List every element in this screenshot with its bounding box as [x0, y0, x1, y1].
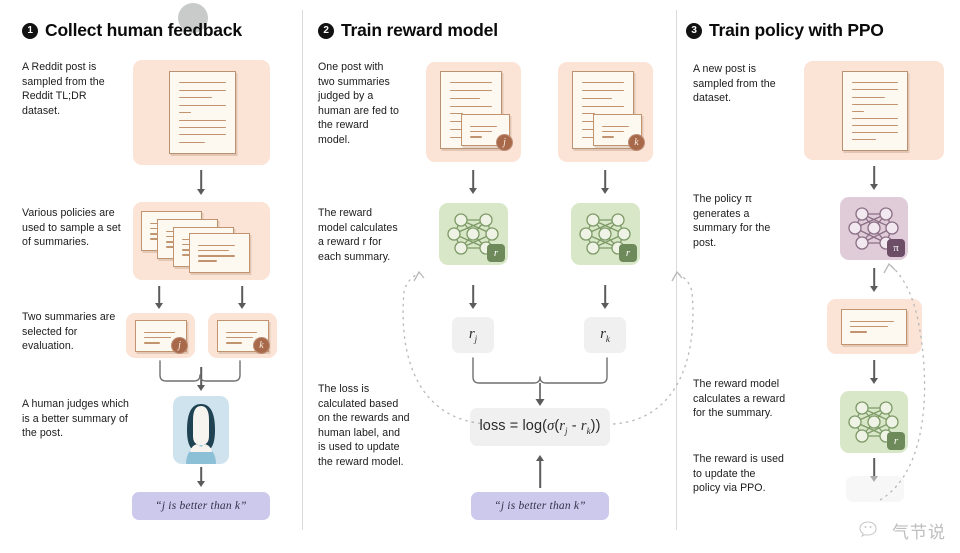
caption-1-4: A human judges which is a better summary…: [22, 398, 130, 440]
reward-model-k: r: [571, 203, 640, 265]
loss-formula-text: loss = log(σ(rj - rk)): [479, 418, 601, 436]
caption-2-2: The reward model calculates a reward r f…: [318, 207, 398, 263]
caption-3-4: The reward is used to update the policy …: [693, 453, 784, 495]
summary-card-icon: [189, 233, 250, 273]
model-tag-r: r: [887, 432, 905, 450]
heading-step-2: 2 Train reward model: [318, 20, 498, 41]
arrow-up-2-1: [533, 455, 547, 488]
reward-model-3: r: [840, 391, 908, 453]
arrow-down-3-3: [867, 360, 881, 386]
heading-step-1-title: Collect human feedback: [45, 20, 242, 40]
arrow-down-2-2b: [598, 285, 612, 311]
loss-formula-pill: loss = log(σ(rj - rk)): [470, 408, 610, 446]
arrow-down-3-2: [867, 268, 881, 294]
gray-dot-artifact: [178, 3, 208, 33]
column-train-reward-model: 2 Train reward model One post with two s…: [300, 0, 660, 553]
badge-k: k: [628, 134, 645, 151]
panel-post-summary-k: k: [558, 62, 653, 162]
badge-j: j: [171, 337, 188, 354]
summary-card-icon: [841, 309, 907, 345]
caption-2-1: One post with two summaries judged by a …: [318, 61, 399, 146]
arrow-down-2-1a: [466, 170, 480, 196]
judgement-text-1: “j is better than k”: [155, 500, 247, 512]
arrow-down-1-4: [194, 467, 208, 489]
step-number-3: 3: [686, 22, 702, 39]
column-train-policy-ppo: 3 Train policy with PPO A new post is sa…: [660, 0, 960, 553]
policy-model: π: [840, 197, 908, 260]
column-collect-human-feedback: 1 Collect human feedback A Reddit post i…: [0, 0, 300, 553]
judgement-text-2: “j is better than k”: [494, 500, 586, 512]
arrow-down-2-2a: [466, 285, 480, 311]
watermark-text: 气节说: [892, 523, 946, 542]
panel-summary-k: k: [208, 313, 277, 358]
model-tag-r: r: [619, 244, 637, 262]
panel-summary-j: j: [126, 313, 195, 358]
document-icon: [169, 71, 236, 154]
panel-post-summary-j: j: [426, 62, 521, 162]
judgement-pill-1: “j is better than k”: [132, 492, 270, 520]
caption-3-1: A new post is sampled from the dataset.: [693, 63, 776, 105]
caption-1-2: Various policies are used to sample a se…: [22, 207, 121, 249]
step-number-2: 2: [318, 22, 334, 39]
wechat-icon: [859, 520, 877, 537]
heading-step-3: 3 Train policy with PPO: [686, 20, 884, 41]
reward-value-j: rj: [452, 317, 494, 353]
panel-post-3: [804, 61, 944, 160]
arrow-down-2-1b: [598, 170, 612, 196]
caption-1-1: A Reddit post is sampled from the Reddit…: [22, 61, 105, 117]
model-tag-pi: π: [887, 239, 905, 257]
watermark: 气节说: [859, 518, 946, 543]
heading-step-2-title: Train reward model: [341, 20, 498, 40]
badge-k: k: [253, 337, 270, 354]
arrow-down-1-2a: [152, 286, 166, 312]
model-tag-r: r: [487, 244, 505, 262]
caption-3-3: The reward model calculates a reward for…: [693, 378, 786, 420]
document-icon: [842, 71, 908, 151]
column-divider-2: [676, 10, 677, 530]
human-avatar-icon: [173, 396, 229, 464]
column-divider-1: [302, 10, 303, 530]
judgement-pill-2: “j is better than k”: [471, 492, 609, 520]
heading-step-3-title: Train policy with PPO: [709, 20, 884, 40]
reward-value-k-label: rk: [600, 326, 610, 344]
reward-value-j-label: rj: [468, 326, 478, 344]
step-number-1: 1: [22, 22, 38, 39]
neural-network-icon: [447, 213, 499, 255]
reward-model-j: r: [439, 203, 508, 265]
arrow-down-1-3: [194, 367, 208, 393]
neural-network-icon: [848, 207, 899, 250]
caption-1-3: Two summaries are selected for evaluatio…: [22, 311, 116, 353]
reward-value-k: rk: [584, 317, 626, 353]
badge-j: j: [496, 134, 513, 151]
arrow-down-1-2b: [235, 286, 249, 312]
arrow-down-1-1: [194, 170, 208, 196]
caption-2-3: The loss is calculated based on the rewa…: [318, 383, 410, 468]
panel-generated-summary: [827, 299, 922, 354]
heading-step-1: 1 Collect human feedback: [22, 20, 242, 41]
ppo-update-placeholder: [846, 476, 904, 502]
panel-summary-stack: [133, 202, 270, 280]
arrow-down-3-1: [867, 166, 881, 192]
caption-3-2: The policy π generates a summary for the…: [693, 193, 771, 249]
panel-post-1: [133, 60, 270, 165]
